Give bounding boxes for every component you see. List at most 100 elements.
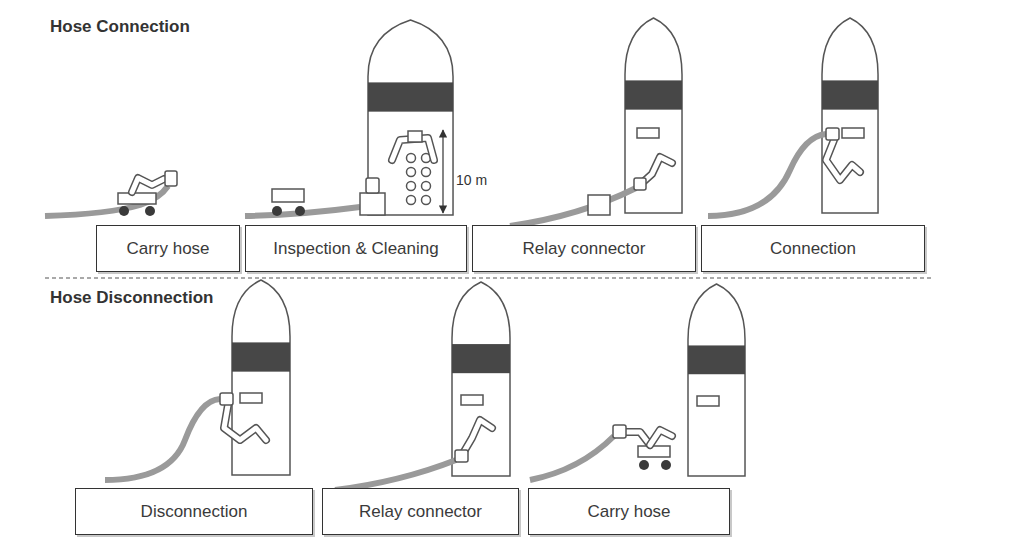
robot-arm — [634, 157, 672, 190]
mobile-robot — [626, 432, 650, 445]
hose — [530, 436, 614, 480]
panel-plate — [240, 393, 262, 403]
panel-plate — [637, 128, 659, 138]
ports — [407, 154, 431, 205]
hose — [105, 399, 220, 480]
robot-arm — [634, 178, 646, 190]
relay-connector — [360, 193, 385, 215]
hose — [245, 207, 360, 216]
step-label: Disconnection — [141, 502, 248, 522]
mobile-robot — [118, 171, 177, 216]
mobile-robot — [613, 425, 626, 438]
mobile-robot — [272, 189, 304, 202]
robot-arm — [408, 131, 422, 142]
relay-connector — [366, 178, 379, 193]
dimension-line — [443, 130, 444, 213]
robot-arm — [224, 405, 266, 440]
dashed-separator — [45, 277, 932, 278]
robot-arm — [826, 128, 860, 180]
mobile-robot — [272, 206, 282, 216]
panel-plate — [842, 128, 864, 138]
hose — [530, 436, 614, 480]
robot-arm — [826, 140, 860, 180]
rocket — [452, 282, 510, 476]
mobile-robot — [661, 460, 671, 470]
section-heading: Hose Disconnection — [48, 288, 215, 308]
step-label: Carry hose — [587, 502, 670, 522]
step-box: Carry hose — [96, 225, 240, 272]
relay-connector — [360, 178, 385, 215]
panel-plate — [842, 128, 864, 138]
robot-arm — [826, 140, 860, 180]
panel-plate — [697, 396, 719, 406]
hose — [708, 134, 826, 216]
step-box: Disconnection — [75, 488, 313, 535]
hose — [45, 186, 168, 216]
rocket — [822, 18, 878, 213]
step-label: Relay connector — [523, 239, 646, 259]
panel-plate — [240, 393, 262, 403]
rocket — [625, 18, 682, 213]
hose — [335, 460, 456, 490]
hose — [45, 186, 168, 216]
ports — [407, 182, 416, 191]
ports — [407, 168, 416, 177]
rocket — [688, 284, 745, 476]
mobile-robot — [639, 460, 649, 470]
mobile-robot — [613, 425, 672, 470]
ports — [407, 196, 416, 205]
hose — [245, 207, 360, 216]
section-heading: Hose Connection — [48, 17, 192, 37]
robot-arm — [826, 128, 839, 140]
step-box: Relay connector — [472, 225, 696, 272]
mobile-robot — [119, 206, 129, 216]
dimension-line — [442, 130, 443, 213]
mobile-robot — [272, 189, 305, 216]
step-box: Connection — [701, 225, 925, 272]
robot-arm — [455, 450, 468, 462]
ports — [407, 154, 416, 163]
panel-plate — [461, 395, 483, 405]
step-box: Inspection & Cleaning — [245, 225, 467, 272]
step-label: Relay connector — [359, 502, 482, 522]
panel-plate — [637, 128, 659, 138]
hose — [510, 188, 636, 226]
robot-arm — [392, 131, 434, 160]
mobile-robot — [638, 446, 670, 457]
mobile-robot — [132, 178, 164, 192]
mobile-robot — [145, 206, 155, 216]
robot-arm — [220, 393, 233, 405]
ports — [422, 168, 431, 177]
mobile-robot — [650, 430, 672, 445]
step-label: Connection — [770, 239, 856, 259]
robot-arm — [224, 405, 266, 440]
mobile-robot — [650, 430, 672, 445]
hose — [105, 399, 220, 480]
relay-box — [588, 195, 610, 215]
dimension-label: 10 m — [454, 172, 489, 188]
hose — [335, 460, 456, 490]
robot-arm — [455, 420, 492, 462]
step-label: Inspection & Cleaning — [273, 239, 438, 259]
step-label: Carry hose — [126, 239, 209, 259]
relay-box — [588, 195, 610, 215]
hose — [708, 134, 826, 216]
panel-plate — [461, 395, 483, 405]
mobile-robot — [132, 178, 164, 192]
rocket — [368, 20, 453, 215]
hose — [510, 188, 636, 226]
rocket — [232, 280, 290, 475]
robot-arm — [220, 393, 266, 440]
ports — [422, 182, 431, 191]
panel-plate — [697, 396, 719, 406]
mobile-robot — [626, 432, 650, 445]
mobile-robot — [165, 171, 177, 186]
mobile-robot — [118, 193, 156, 204]
ports — [422, 196, 431, 205]
step-box: Relay connector — [322, 488, 519, 535]
mobile-robot — [295, 206, 305, 216]
step-box: Carry hose — [528, 488, 730, 535]
rocket — [232, 18, 878, 476]
